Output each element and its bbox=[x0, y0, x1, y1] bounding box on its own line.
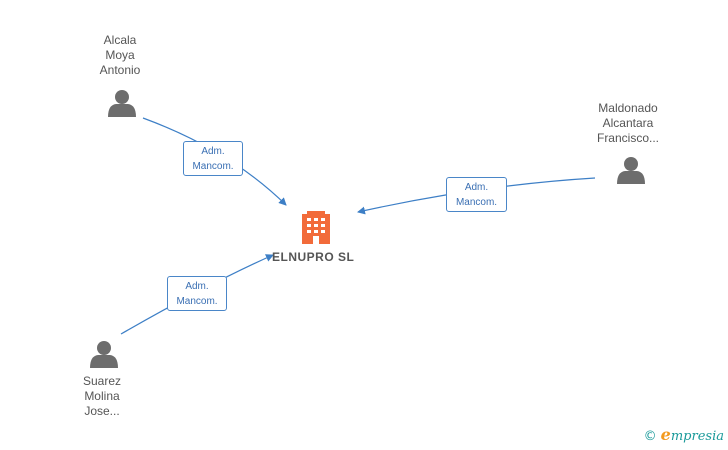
brand-logo: ©empresia bbox=[643, 425, 724, 444]
edge-label-p3[interactable]: Adm. Mancom. bbox=[167, 276, 227, 311]
person-label-p3[interactable]: Suarez Molina Jose... bbox=[82, 374, 122, 418]
building-icon bbox=[302, 211, 330, 244]
person-label-p2[interactable]: Maldonado Alcantara Francisco... bbox=[596, 101, 659, 145]
copyright-icon: © bbox=[643, 429, 657, 444]
edge-label-p2[interactable]: Adm. Mancom. bbox=[446, 177, 507, 212]
person-icon[interactable] bbox=[108, 90, 136, 117]
person-icon[interactable] bbox=[90, 341, 118, 368]
company-label[interactable]: ELNUPRO SL bbox=[272, 250, 355, 264]
person-label-p1[interactable]: Alcala Moya Antonio bbox=[99, 33, 141, 77]
edge-label-p1[interactable]: Adm. Mancom. bbox=[183, 141, 243, 176]
person-icon[interactable] bbox=[617, 157, 645, 184]
